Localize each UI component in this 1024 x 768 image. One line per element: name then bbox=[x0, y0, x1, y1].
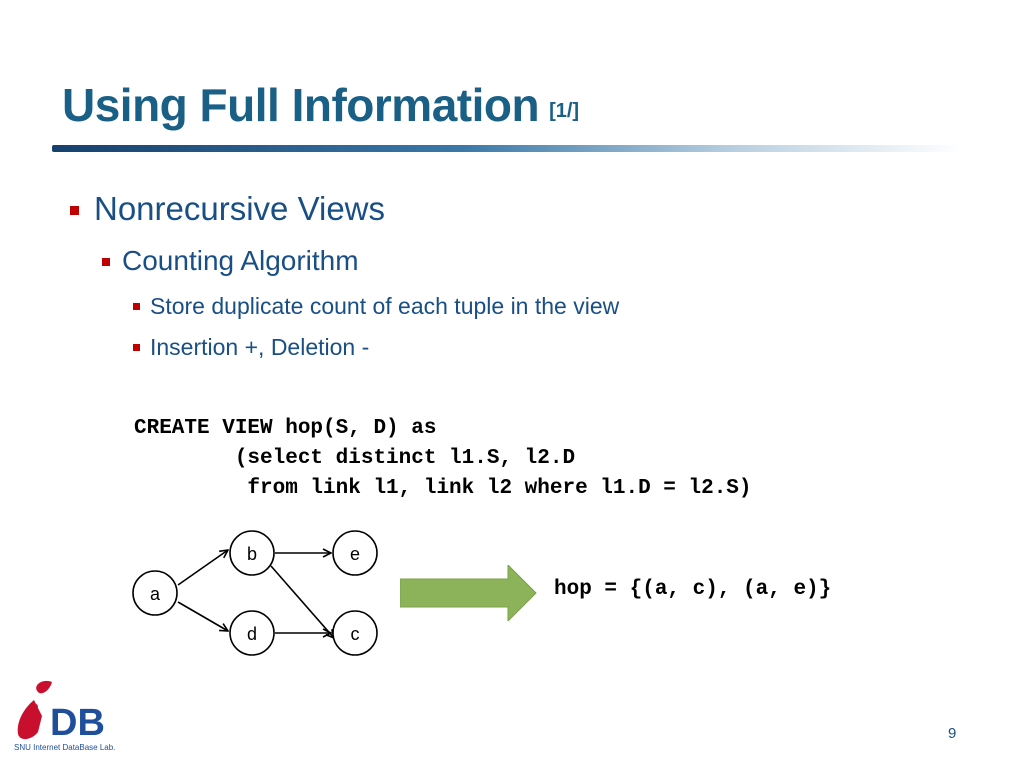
bullet-level3: Insertion +, Deletion - bbox=[133, 334, 370, 361]
logo-caption: SNU Internet DataBase Lab. bbox=[14, 743, 115, 752]
bullet-square-icon bbox=[133, 303, 140, 310]
graph-node-label: d bbox=[247, 624, 257, 644]
graph-node-label: c bbox=[351, 624, 360, 644]
graph-edge-a-b bbox=[177, 550, 228, 586]
bullet-level1-text: Nonrecursive Views bbox=[94, 190, 386, 227]
graph-node-c: c bbox=[332, 610, 378, 656]
graph-node-e: e bbox=[332, 530, 378, 576]
sql-code-block: CREATE VIEW hop(S, D) as (select distinc… bbox=[134, 414, 752, 504]
bullet-square-icon bbox=[70, 206, 79, 215]
bullet-square-icon bbox=[102, 258, 110, 266]
idb-logo: DB SNU Internet DataBase Lab. bbox=[14, 680, 115, 752]
graph-node-label: a bbox=[150, 584, 161, 604]
right-arrow-icon bbox=[400, 565, 537, 621]
logo-text: DB bbox=[50, 702, 105, 744]
graph-node-a: a bbox=[132, 570, 178, 616]
graph-node-b: b bbox=[229, 530, 275, 576]
graph-diagram: a b d e c bbox=[132, 530, 378, 656]
title-underline bbox=[52, 145, 962, 152]
slide-title: Using Full Information bbox=[62, 79, 540, 131]
graph-edge-b-c bbox=[270, 565, 334, 638]
bullet-level2: Counting Algorithm bbox=[102, 245, 359, 277]
slide-title-suffix: [1/] bbox=[549, 100, 580, 122]
result-text: hop = {(a, c), (a, e)} bbox=[554, 578, 832, 601]
bullet-square-icon bbox=[133, 344, 140, 351]
bullet-level3-text: Insertion +, Deletion - bbox=[150, 334, 370, 360]
bullet-level1: Nonrecursive Views bbox=[70, 190, 386, 228]
code-line: (select distinct l1.S, l2.D bbox=[134, 447, 576, 470]
bullet-level3: Store duplicate count of each tuple in t… bbox=[133, 293, 620, 320]
graph-node-label: e bbox=[350, 544, 360, 564]
code-line: from link l1, link l2 where l1.D = l2.S) bbox=[134, 477, 752, 500]
graph-edge-a-d bbox=[177, 601, 228, 631]
bullet-level2-text: Counting Algorithm bbox=[122, 245, 359, 276]
page-number: 9 bbox=[948, 725, 957, 742]
graph-node-d: d bbox=[229, 610, 275, 656]
graph-node-label: b bbox=[247, 544, 257, 564]
code-line: CREATE VIEW hop(S, D) as bbox=[134, 417, 437, 440]
slide-title-area: Using Full Information [1/] bbox=[62, 78, 962, 138]
bullet-level3-text: Store duplicate count of each tuple in t… bbox=[150, 293, 620, 319]
